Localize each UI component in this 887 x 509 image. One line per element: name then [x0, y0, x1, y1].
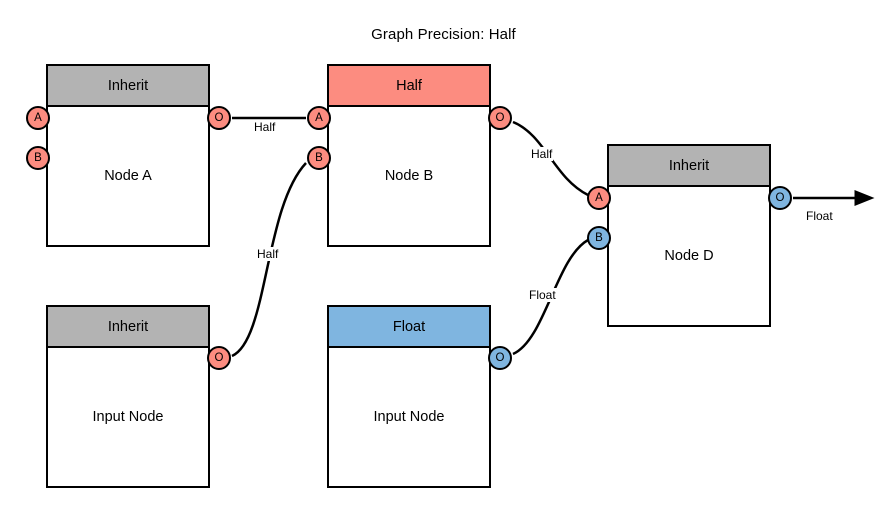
node-header-node-d[interactable]: Inherit [609, 146, 769, 187]
node-label-node-b: Node B [384, 167, 434, 184]
port-node-b-in-b[interactable]: B [307, 146, 331, 170]
port-node-a-in-b[interactable]: B [26, 146, 50, 170]
port-node-b-in-a[interactable]: A [307, 106, 331, 130]
node-header-node-b[interactable]: Half [329, 66, 489, 107]
edge-label-edge-input-middle-to-node-d: Float [528, 288, 557, 302]
node-header-input-node-middle[interactable]: Float [329, 307, 489, 348]
page-title: Graph Precision: Half [371, 26, 516, 43]
edge-label-edge-node-b-to-node-d: Half [530, 147, 554, 161]
node-header-input-node-left[interactable]: Inherit [48, 307, 208, 348]
port-input-left-out[interactable]: O [207, 346, 231, 370]
node-header-node-a[interactable]: Inherit [48, 66, 208, 107]
output-arrow-label: Float [805, 209, 834, 223]
node-label-input-node-middle: Input Node [373, 408, 445, 425]
port-input-middle-out[interactable]: O [488, 346, 512, 370]
port-node-d-in-a[interactable]: A [587, 186, 611, 210]
port-node-b-out[interactable]: O [488, 106, 512, 130]
port-node-d-out[interactable]: O [768, 186, 792, 210]
node-label-node-d: Node D [664, 247, 714, 264]
edge-label-edge-input-left-to-node-b: Half [256, 247, 280, 261]
edge-label-edge-node-a-to-node-b: Half [253, 120, 277, 134]
port-node-a-in-a[interactable]: A [26, 106, 50, 130]
port-node-d-in-b[interactable]: B [587, 226, 611, 250]
port-node-a-out[interactable]: O [207, 106, 231, 130]
node-label-node-a: Node A [104, 167, 152, 184]
node-label-input-node-left: Input Node [92, 408, 164, 425]
